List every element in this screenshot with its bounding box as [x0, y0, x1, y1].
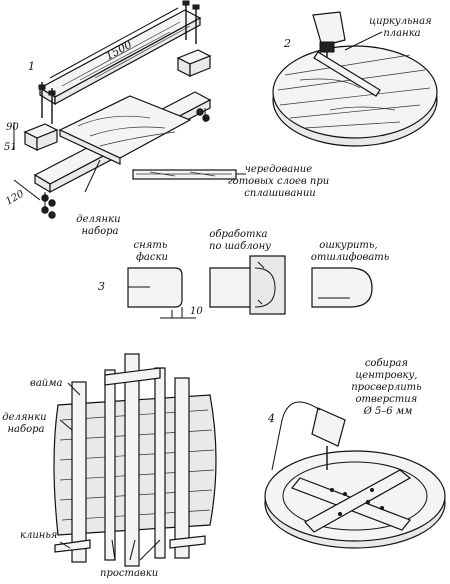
bolt-left [38, 82, 56, 124]
dim-width-90: 90 [6, 122, 19, 133]
panel-2-disc [272, 11, 438, 147]
label-drill: собирая центровку, просверлить отверстия… [351, 358, 425, 417]
label-wedges: клинья [20, 530, 57, 541]
dim-chamfer-10: 10 [190, 306, 203, 317]
label-template: обработка по шаблону [209, 229, 271, 252]
label-alternation: чередование готовых слоев при сплашивани… [228, 164, 333, 199]
panel-3-edge-processing [127, 255, 373, 319]
dim-thickness-51: 51 [4, 142, 17, 153]
label-spacers: проставки [100, 568, 158, 579]
dim-gap-120: 120 [4, 188, 27, 207]
panel-number-3: 3 [98, 280, 105, 293]
label-chamfer: снять фаски [134, 240, 171, 263]
panel-number-1: 1 [28, 60, 35, 73]
panel-1-assembly [13, 0, 246, 219]
panel-4-drilling [264, 401, 446, 549]
label-compass-bar: циркульная планка [369, 16, 435, 39]
label-sections-top: делянки набора [76, 214, 123, 237]
panel-number-2: 2 [283, 37, 291, 50]
label-sand: ошкурить, отшлифовать [311, 240, 389, 263]
bolt-top-right [182, 0, 200, 44]
label-clamp: вайма [30, 378, 63, 389]
panel-number-4: 4 [267, 412, 275, 425]
label-sections-bottom: делянки набора [2, 412, 49, 435]
clamp-assembly [53, 353, 217, 567]
